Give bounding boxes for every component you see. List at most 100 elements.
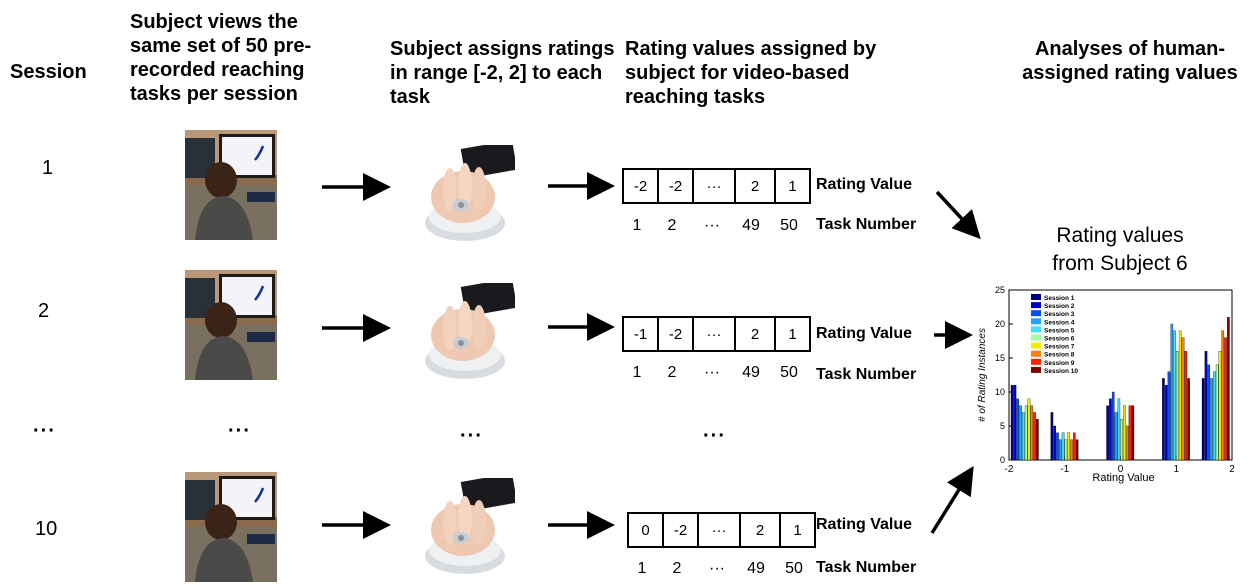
views-header: Subject views the same set of 50 pre-rec…	[130, 11, 312, 105]
bar	[1213, 371, 1216, 461]
bar	[1117, 398, 1121, 461]
task-number-label-session-1: Task Number	[816, 216, 917, 233]
bar	[1013, 385, 1017, 461]
bar	[1033, 412, 1036, 461]
legend-swatch	[1031, 366, 1041, 373]
rating-cell: 2	[736, 170, 776, 202]
legend-label: Session 3	[1044, 311, 1075, 318]
legend-label: Session 10	[1044, 368, 1078, 375]
bar	[1204, 351, 1208, 461]
bar	[1176, 351, 1179, 461]
bar	[1125, 425, 1129, 461]
bar	[1181, 337, 1185, 461]
bar	[1024, 405, 1028, 461]
bar	[1016, 398, 1020, 461]
arrow-icon	[930, 466, 974, 534]
legend-swatch	[1031, 342, 1041, 349]
legend-label: Session 6	[1044, 336, 1075, 343]
task-number: 50	[780, 364, 798, 381]
rating-value-label-session-1: Rating Value	[816, 176, 913, 193]
task-number: 1	[632, 364, 642, 381]
rating-value-label-session-10: Rating Value	[816, 516, 913, 533]
y-tick-label: 20	[995, 319, 1005, 329]
task-number: 49	[742, 217, 760, 234]
bar	[1128, 405, 1132, 461]
ellipsis-ratings: ···	[703, 425, 726, 447]
legend-swatch	[1031, 358, 1041, 365]
bar	[1050, 412, 1054, 461]
chart-title: Rating values from Subject 6	[1010, 222, 1230, 278]
bar	[1215, 364, 1219, 461]
rating-value-label-session-2: Rating Value	[816, 325, 913, 342]
ratings-header: Rating values assigned by subject for vi…	[625, 38, 877, 108]
rating-cells-session-1: -2 -2 ··· 2 1	[622, 168, 811, 204]
task-number-label-session-2: Task Number	[816, 366, 917, 383]
task-number: 50	[780, 217, 798, 234]
task-numbers-session-1: 1 2 ··· 49 50	[622, 217, 808, 235]
x-tick-label: -2	[1005, 464, 1014, 475]
task-number: 1	[637, 560, 647, 577]
legend-swatch	[1031, 326, 1041, 333]
bar	[1207, 364, 1211, 461]
chart-title-line-1: Rating values	[1056, 224, 1184, 247]
bar	[1123, 405, 1126, 461]
legend-swatch	[1031, 310, 1041, 317]
rating-cell: 2	[741, 514, 781, 546]
y-axis-label: # of Rating Instances	[977, 328, 988, 422]
x-tick-label: 0	[1118, 464, 1124, 475]
bar	[1106, 405, 1109, 461]
bar	[1064, 439, 1068, 461]
rating-cell: 2	[736, 318, 776, 350]
bar	[1061, 432, 1065, 461]
assigns-header: Subject assigns ratings in range [-2, 2]…	[390, 38, 615, 108]
legend-swatch	[1031, 294, 1041, 300]
session-header: Session	[10, 61, 87, 83]
bar	[1109, 398, 1112, 461]
session-label-2: 2	[38, 300, 50, 322]
legend-label: Session 4	[1044, 319, 1075, 326]
task-number: 49	[742, 364, 760, 381]
bar	[1167, 371, 1171, 461]
video-thumbnail-session-10	[185, 472, 277, 582]
task-number: ···	[704, 364, 720, 381]
session-label-1: 1	[42, 157, 54, 179]
mouse-hand-image-session-10	[415, 478, 515, 578]
bar	[1218, 351, 1222, 461]
arrow-icon	[935, 190, 981, 240]
legend-label: Session 2	[1044, 303, 1075, 310]
rating-cell: -2	[664, 514, 699, 546]
task-number: ···	[704, 217, 720, 234]
chart-title-line-2: from Subject 6	[1052, 252, 1188, 275]
bar	[1036, 419, 1039, 461]
legend-label: Session 5	[1044, 327, 1075, 334]
mouse-hand-image-session-1	[415, 145, 515, 245]
ellipsis-mouse: ···	[460, 425, 483, 447]
bar	[1173, 330, 1176, 461]
bar	[1019, 405, 1022, 461]
mouse-hand-image-session-2	[415, 283, 515, 383]
rating-cells-session-2: -1 -2 ··· 2 1	[622, 316, 811, 352]
ellipsis-session: ···	[33, 420, 56, 442]
task-number: 50	[785, 560, 803, 577]
bar	[1164, 385, 1168, 461]
rating-cell: -2	[624, 170, 659, 202]
rating-cell: ···	[694, 318, 736, 350]
bar	[1075, 439, 1079, 461]
rating-cell: 0	[629, 514, 664, 546]
x-axis-label: Rating Value	[1092, 472, 1154, 484]
task-numbers-session-2: 1 2 ··· 49 50	[622, 364, 808, 382]
legend-label: Session 9	[1044, 360, 1075, 367]
bar	[1053, 425, 1057, 461]
rating-cell: 1	[788, 325, 797, 343]
y-tick-label: 0	[1000, 455, 1005, 465]
rating-cell: -1	[624, 318, 659, 350]
video-thumbnail-session-1	[185, 130, 277, 240]
bar	[1030, 405, 1034, 461]
legend-label: Session 1	[1044, 295, 1075, 302]
bar	[1201, 378, 1205, 461]
bar	[1056, 432, 1059, 461]
y-tick-label: 25	[995, 285, 1005, 295]
legend-label: Session 8	[1044, 352, 1075, 359]
bar	[1221, 330, 1225, 461]
